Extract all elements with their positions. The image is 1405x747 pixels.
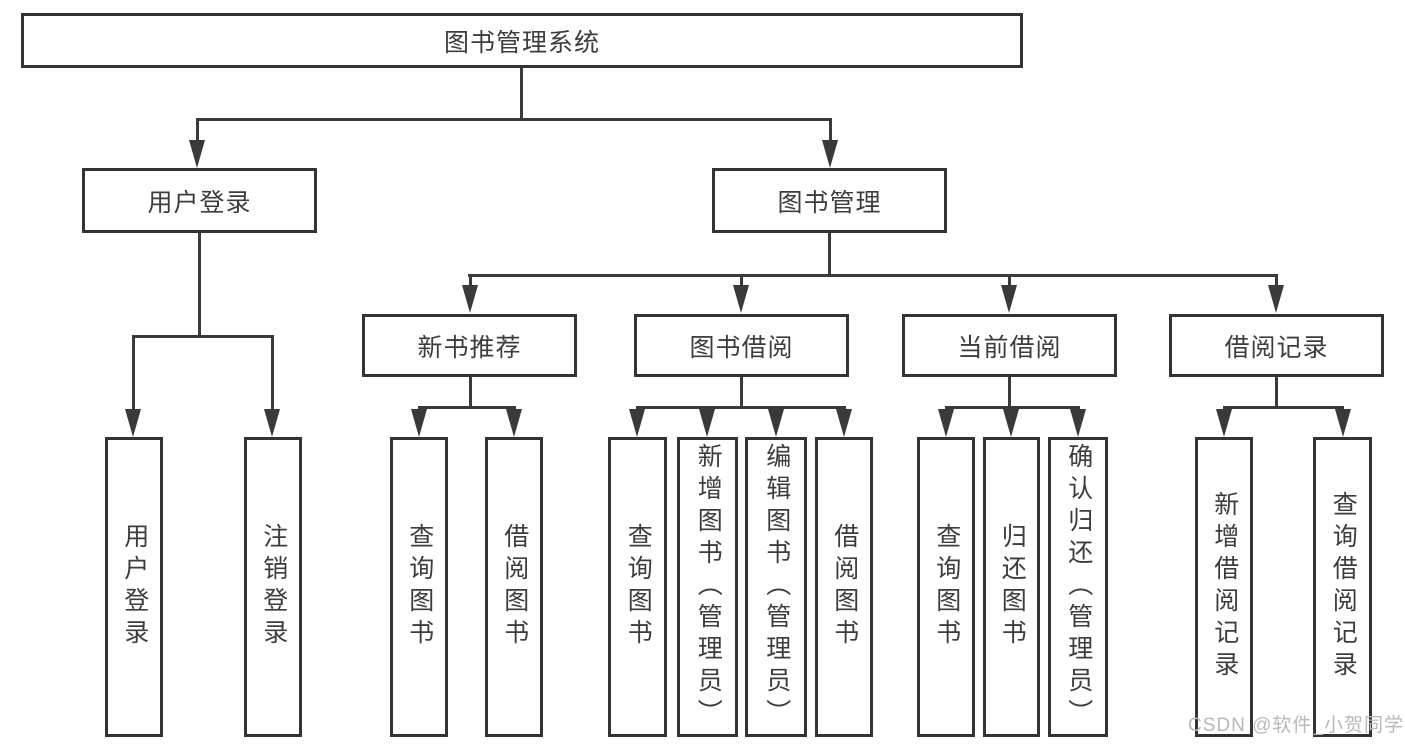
connector-line (1275, 377, 1278, 408)
arrowhead-down-icon (1003, 409, 1019, 437)
arrowhead-down-icon (938, 409, 954, 437)
node-book-management: 图书管理 (712, 168, 947, 233)
connector-line (469, 377, 472, 408)
leaf-book-borrowing-add-books-admin: 新增图书（管理员） (677, 437, 738, 737)
connector-line (945, 406, 1080, 409)
node-label: 当前借阅 (957, 333, 1062, 362)
leaf-borrow-records-query-record: 查询借阅记录 (1313, 437, 1372, 737)
node-label: 借阅记录 (1224, 333, 1329, 362)
arrowhead-down-icon (733, 285, 749, 313)
csdn-watermark: CSDN @软件_小贺同学 (1188, 715, 1404, 736)
node-book-borrowing: 图书借阅 (634, 314, 849, 377)
leaf-current-borrowing-return-books: 归还图书 (983, 437, 1040, 737)
connector-line (829, 118, 832, 143)
node-label: 注销登录 (259, 523, 288, 651)
leaf-current-borrowing-confirm-return-admin: 确认归还（管理员） (1048, 437, 1108, 737)
connector-line (132, 335, 274, 338)
connector-line (198, 233, 201, 338)
arrowhead-down-icon (822, 140, 838, 168)
arrowhead-down-icon (189, 140, 205, 168)
node-borrowing-records: 借阅记录 (1169, 314, 1384, 377)
node-library-management-system: 图书管理系统 (21, 13, 1023, 68)
connector-line (636, 406, 846, 409)
node-label: 新增借阅记录 (1210, 491, 1239, 683)
arrowhead-down-icon (629, 409, 645, 437)
node-label: 借阅图书 (500, 523, 529, 651)
node-label: 编辑图书（管理员） (762, 443, 791, 731)
connector-line (1008, 377, 1011, 408)
leaf-book-borrowing-query-books: 查询图书 (608, 437, 667, 737)
node-label: 图书管理系统 (443, 28, 600, 57)
arrowhead-down-icon (1070, 409, 1086, 437)
connector-line (196, 118, 199, 143)
leaf-new-books-borrow-books: 借阅图书 (485, 437, 543, 737)
node-new-book-recommendation: 新书推荐 (362, 314, 577, 377)
leaf-current-borrowing-query-books: 查询图书 (917, 437, 975, 737)
connector-line (1223, 406, 1344, 409)
node-label: 查询图书 (405, 523, 434, 651)
leaf-borrow-records-add-record: 新增借阅记录 (1195, 437, 1253, 737)
connector-line (196, 118, 832, 121)
leaf-book-borrowing-borrow-books: 借阅图书 (815, 437, 873, 737)
node-label: 查询借阅记录 (1329, 491, 1358, 683)
leaf-user-login: 用户登录 (105, 437, 163, 737)
arrowhead-down-icon (1268, 285, 1284, 313)
connector-line (132, 335, 135, 411)
arrowhead-down-icon (699, 409, 715, 437)
leaf-logout: 注销登录 (244, 437, 302, 737)
node-label: 图书管理 (777, 188, 882, 217)
node-label: 图书借阅 (689, 333, 794, 362)
node-label: 查询图书 (624, 523, 653, 651)
connector-line (271, 335, 274, 411)
arrowhead-down-icon (264, 409, 280, 437)
arrowhead-down-icon (1001, 285, 1017, 313)
node-label: 查询图书 (932, 523, 961, 651)
leaf-book-borrowing-edit-books-admin: 编辑图书（管理员） (745, 437, 807, 737)
arrowhead-down-icon (125, 409, 141, 437)
leaf-new-books-query-books: 查询图书 (390, 437, 448, 737)
arrowhead-down-icon (411, 409, 427, 437)
arrowhead-down-icon (1216, 409, 1232, 437)
connector-line (469, 274, 472, 287)
node-label: 用户登录 (147, 188, 252, 217)
arrowhead-down-icon (1335, 409, 1351, 437)
arrowhead-down-icon (768, 409, 784, 437)
node-user-login: 用户登录 (82, 168, 317, 233)
arrowhead-down-icon (462, 285, 478, 313)
node-label: 借阅图书 (830, 523, 859, 651)
arrowhead-down-icon (506, 409, 522, 437)
node-label: 确认归还（管理员） (1064, 443, 1093, 731)
connector-line (418, 406, 516, 409)
connector-line (828, 233, 831, 277)
connector-line (468, 274, 1278, 277)
node-label: 归还图书 (998, 523, 1027, 651)
connector-line (740, 274, 743, 287)
node-current-borrowing: 当前借阅 (902, 314, 1117, 377)
node-label: 新增图书（管理员） (694, 443, 723, 731)
arrowhead-down-icon (836, 409, 852, 437)
connector-line (520, 68, 523, 121)
node-label: 新书推荐 (417, 333, 522, 362)
connector-line (1008, 274, 1011, 287)
connector-line (740, 377, 743, 408)
node-label: 用户登录 (120, 523, 149, 651)
connector-line (1275, 274, 1278, 287)
